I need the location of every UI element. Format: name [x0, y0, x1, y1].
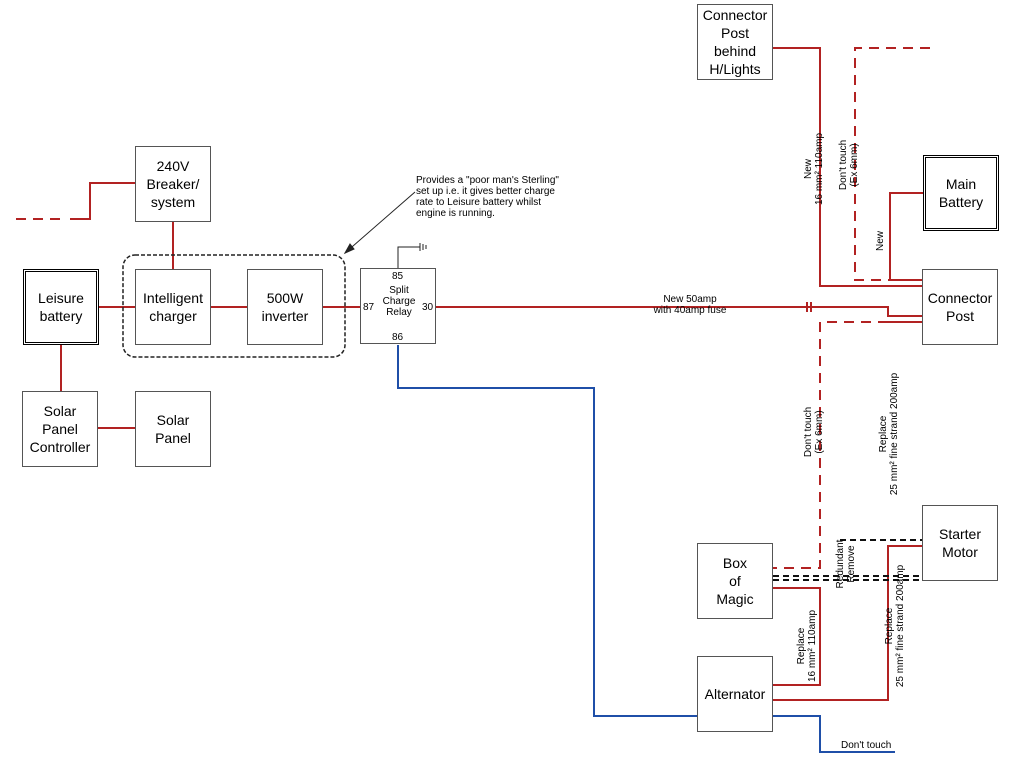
mains-feed-wire [70, 182, 135, 220]
new-16mm-label: New 16 mm² 110amp [803, 132, 825, 206]
dont-touch-lower-label: Don't touch (Ex 6mm) [803, 406, 825, 458]
replace-16mm-label: Replace 16 mm² 110amp [796, 609, 818, 683]
charger-inverter-group [122, 254, 346, 358]
dont-touch-upper-wire [854, 47, 930, 281]
main-battery-box: Main Battery [923, 155, 999, 231]
redundant-label: Redundant Remove [835, 539, 857, 589]
starter-motor-box: Starter Motor [922, 505, 998, 581]
sterling-note: Provides a "poor man's Sterling" set up … [416, 175, 559, 219]
dont-touch-blue-label: Don't touch [841, 740, 892, 751]
relay-pin-85: 85 [392, 271, 404, 282]
dont-touch-blue-wire [773, 715, 895, 753]
new-main-label: New [875, 231, 886, 252]
main-battery-wire [889, 192, 923, 281]
connector-post-box: Connector Post [922, 269, 998, 345]
breaker-box: 240V Breaker/ system [135, 146, 211, 222]
split-charge-relay: 85 Split Charge Relay 87 30 86 [360, 268, 436, 344]
box-of-magic: Box of Magic [697, 543, 773, 619]
connector-post-lights-box: Connector Post behind H/Lights [697, 4, 773, 80]
replace-16mm-wire [773, 587, 821, 686]
replace-25mm-upper-label: Replace 25 mm² fine strand 200amp [878, 372, 900, 496]
new-16mm-wire [773, 47, 922, 287]
note-pointer [344, 191, 416, 254]
ground-wire [397, 246, 420, 268]
main-feed-wire [436, 306, 922, 317]
solar-panel-box: Solar Panel [135, 391, 211, 467]
inverter-box: 500W inverter [247, 269, 323, 345]
solar-controller-box: Solar Panel Controller [22, 391, 98, 467]
main-feed-label: New 50amp with 40amp fuse [653, 294, 727, 316]
dont-touch-upper-label: Don't touch (Ex 6mm) [838, 139, 860, 191]
relay-pin-86: 86 [392, 332, 404, 343]
intelligent-charger-box: Intelligent charger [135, 269, 211, 345]
relay-86-signal-wire [397, 345, 697, 717]
leisure-battery-box: Leisure battery [23, 269, 99, 345]
relay-title: Split Charge Relay [382, 285, 416, 318]
relay-pin-87: 87 [363, 302, 375, 313]
dont-touch-lower-wire [773, 321, 922, 569]
alternator-box: Alternator [697, 656, 773, 732]
note-arrowhead [343, 243, 355, 255]
relay-pin-30: 30 [422, 302, 434, 313]
replace-25mm-lower-wire [773, 545, 922, 701]
replace-25mm-lower-label: Replace 25 mm² fine strand 200amp [884, 564, 906, 688]
